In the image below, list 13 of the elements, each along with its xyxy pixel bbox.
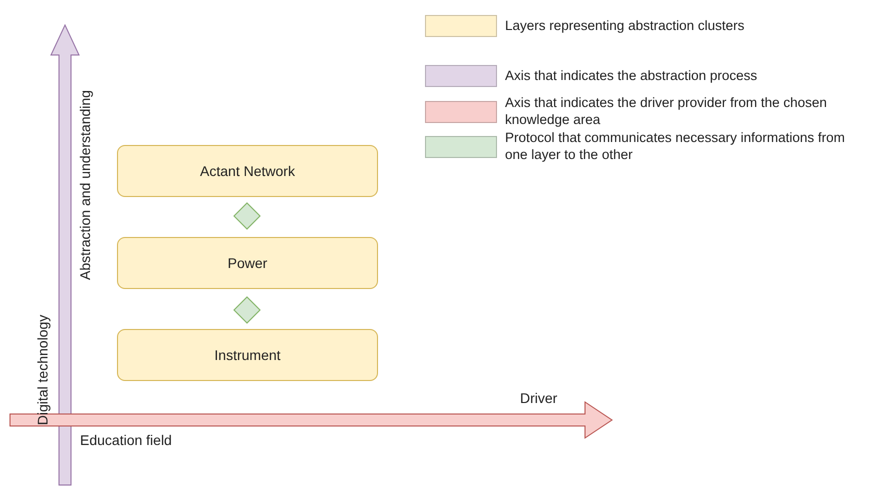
protocol-diamond: [233, 296, 261, 324]
axis-label: Abstraction and understanding: [76, 90, 93, 280]
layer-box: Instrument: [117, 329, 378, 381]
axis-label: Digital technology: [34, 314, 50, 426]
legend-text: Layers representing abstraction clusters: [505, 16, 746, 34]
layer-box: Power: [117, 237, 378, 289]
legend-text: Axis that indicates the driver provider from the chosen knowledge area: [505, 94, 828, 128]
legend-text: Axis that indicates the abstraction process: [505, 66, 758, 84]
legend-text: Protocol that communicates necessary informations from one layer to the other: [505, 129, 846, 163]
protocol-diamond: [233, 202, 261, 230]
axis-label: Driver: [520, 390, 558, 406]
axis-label: Education field: [80, 432, 172, 448]
layer-box: Actant Network: [117, 145, 378, 197]
